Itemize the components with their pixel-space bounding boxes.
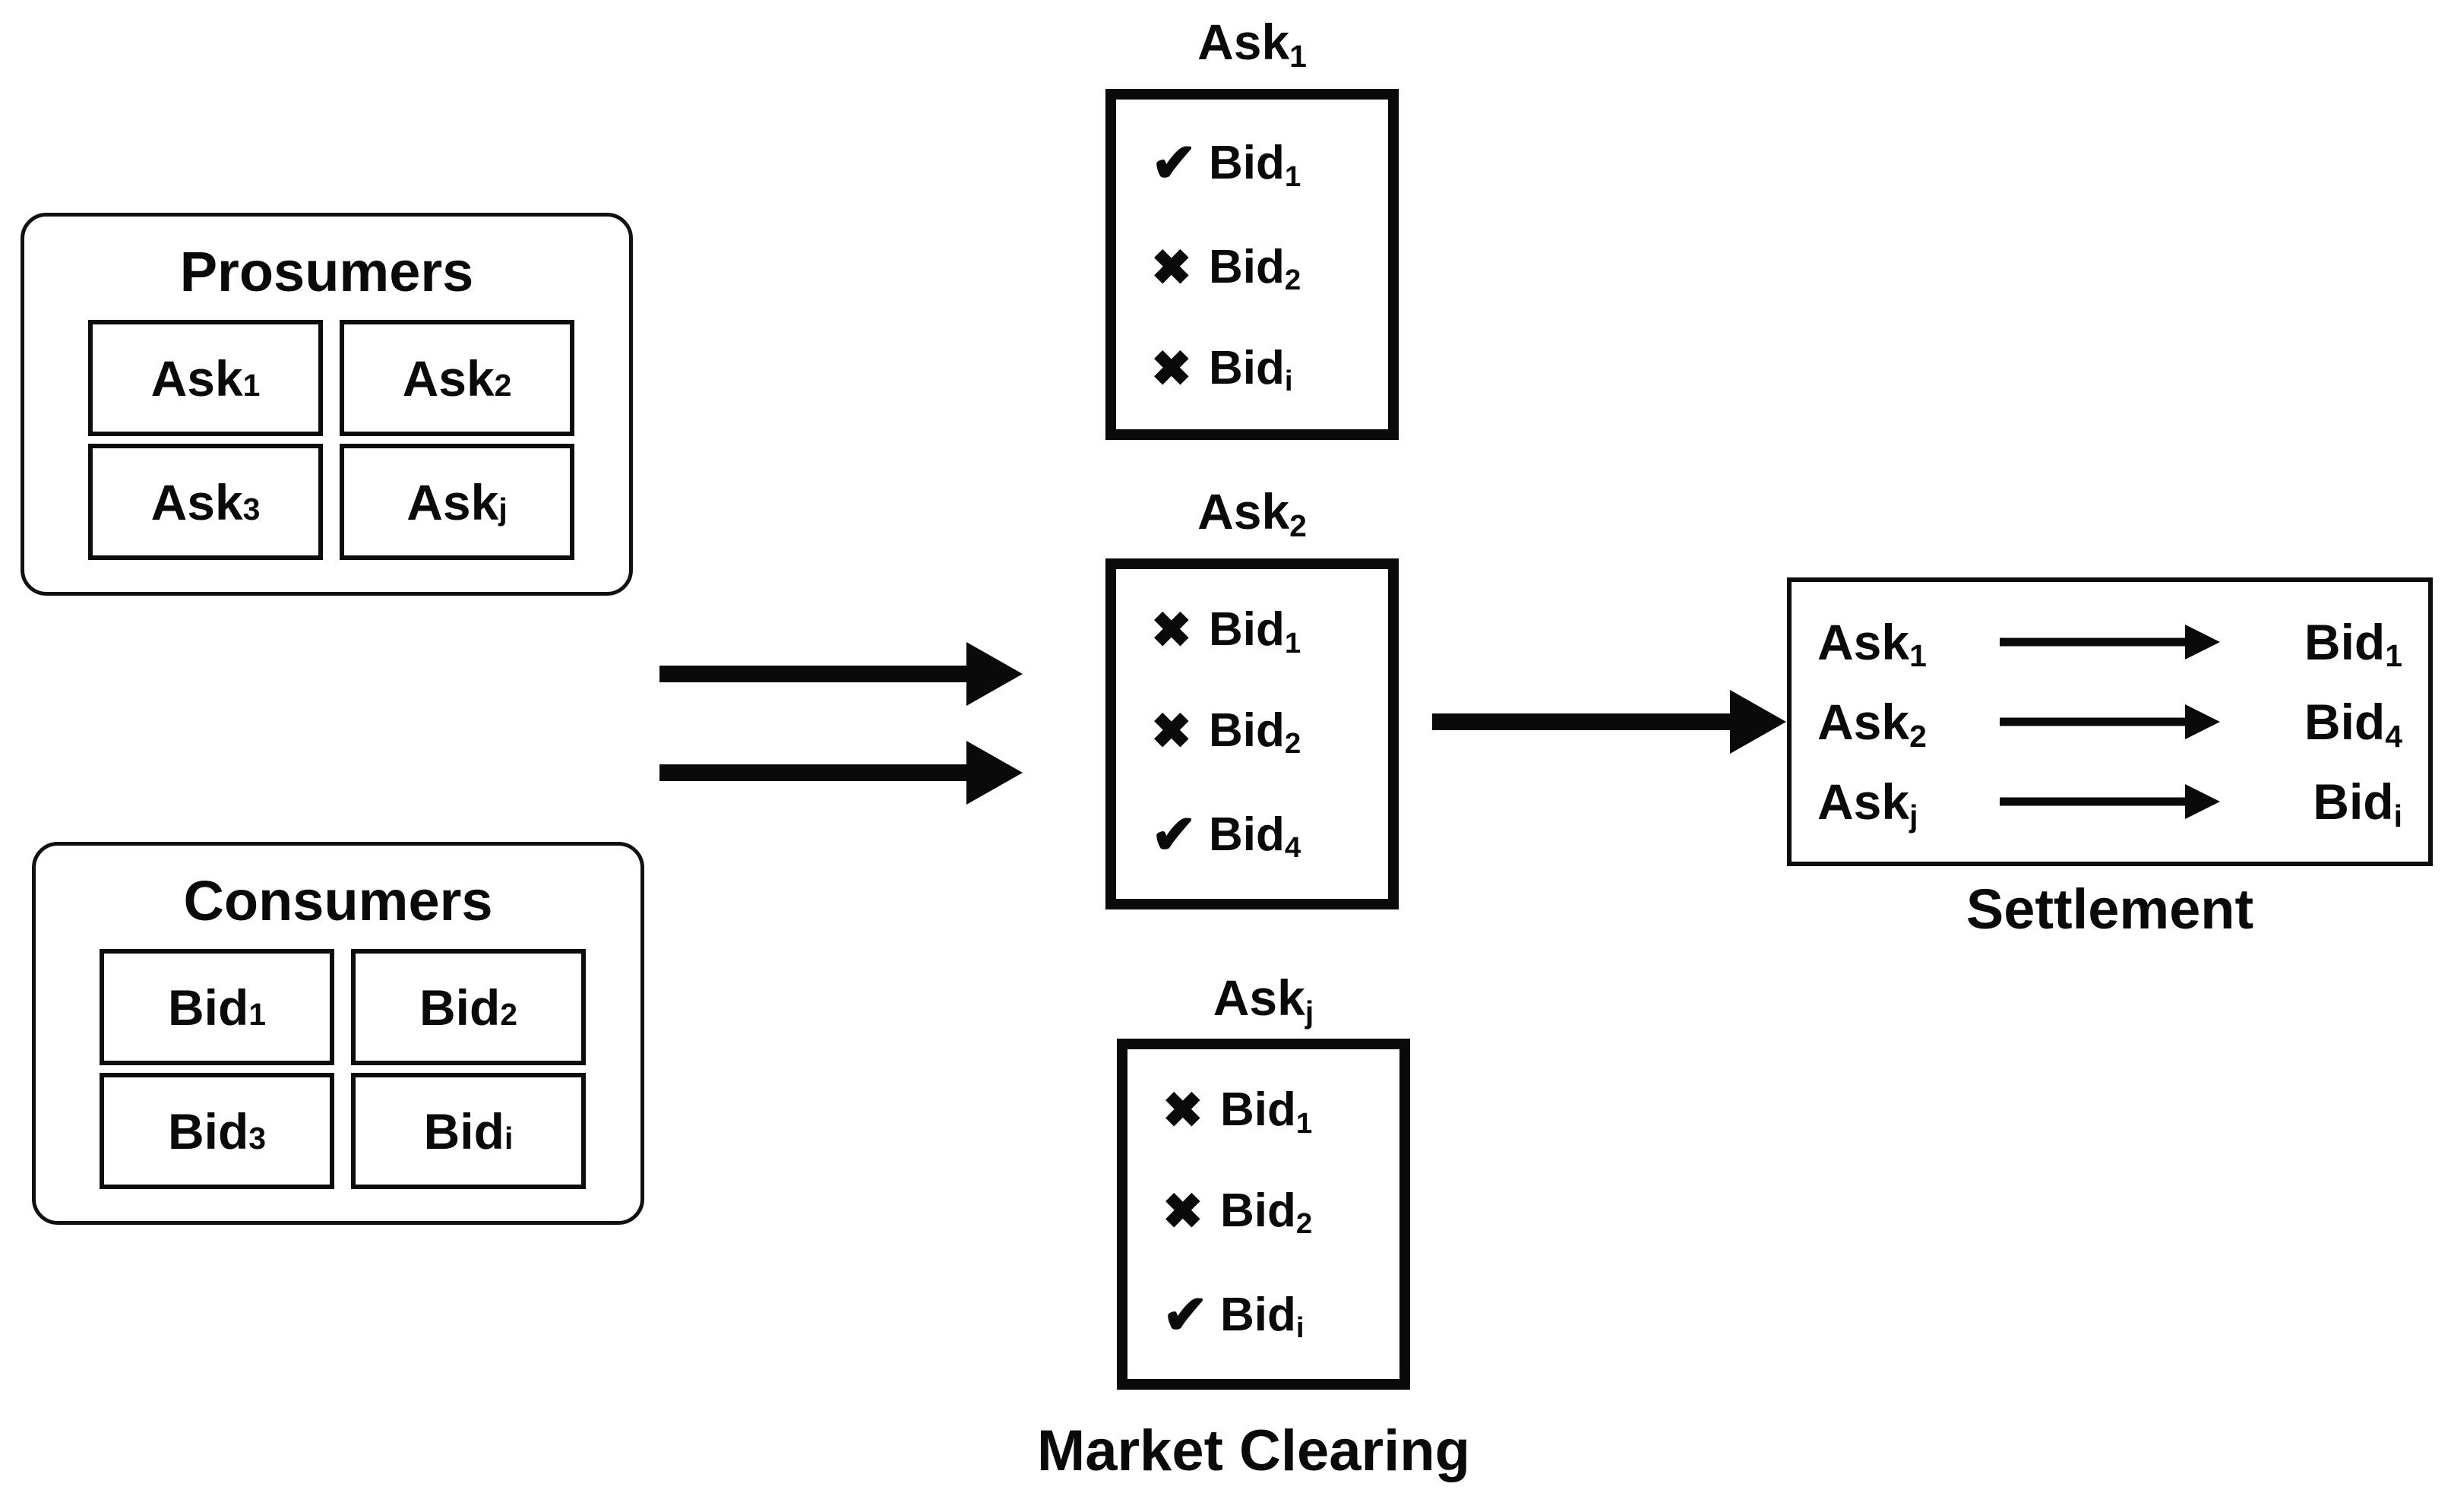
- settlement-bid-i: Bidi: [2313, 773, 2402, 834]
- arrow-head: [966, 741, 1023, 805]
- consumer-bid-3-sub: 3: [248, 1120, 267, 1156]
- arrow-head: [1730, 690, 1786, 754]
- order-book-2-row-3[interactable]: ✔ Bid4: [1116, 808, 1388, 862]
- prosumer-ask-1-sub: 1: [242, 367, 261, 403]
- arrow-head: [966, 642, 1023, 706]
- order-book-3-row-3-label: Bidi: [1220, 1288, 1305, 1344]
- order-book-2-title: Ask2: [1105, 483, 1399, 541]
- order-book-2-row-1[interactable]: ✖ Bid1: [1116, 603, 1388, 660]
- order-book-1: ✔ Bid1 ✖ Bid2 ✖ Bidi: [1105, 89, 1399, 440]
- order-book-3: ✖ Bid1 ✖ Bid2 ✔ Bidi: [1117, 1039, 1410, 1390]
- consumer-bid-1-sub: 1: [248, 996, 267, 1032]
- order-book-2-row-1-label: Bid1: [1209, 603, 1301, 660]
- order-book-1-title: Ask1: [1105, 14, 1399, 71]
- consumer-bid-i-sub: i: [504, 1120, 514, 1156]
- cross-icon: ✖: [1162, 1083, 1203, 1138]
- order-book-2-row-2-label: Bid2: [1209, 704, 1301, 761]
- settlement-arrow-icon: [2000, 704, 2220, 739]
- order-book-1-row-1[interactable]: ✔ Bid1: [1116, 136, 1388, 191]
- prosumer-ask-j-base: Ask: [406, 473, 499, 530]
- prosumer-ask-j-sub: j: [498, 491, 508, 527]
- order-book-2-row-3-label: Bid4: [1209, 808, 1301, 864]
- order-book-3-title-sub: j: [1305, 994, 1314, 1030]
- settlement-caption: Settlement: [1966, 878, 2254, 941]
- settlement-arrow-icon: [2000, 784, 2220, 820]
- cross-icon: ✖: [1151, 340, 1192, 396]
- order-book-3-row-3[interactable]: ✔ Bidi: [1127, 1288, 1399, 1343]
- order-book-1-row-1-label: Bid1: [1209, 137, 1301, 193]
- arrow-shaft: [659, 666, 972, 682]
- consumer-bid-1-base: Bid: [167, 979, 249, 1036]
- order-book-3-row-1-label: Bid1: [1220, 1083, 1313, 1140]
- order-book-2-row-2[interactable]: ✖ Bid2: [1116, 703, 1388, 761]
- order-book-2: ✖ Bid1 ✖ Bid2 ✔ Bid4: [1105, 558, 1399, 909]
- check-icon: ✔: [1151, 133, 1197, 195]
- consumer-bid-3-base: Bid: [167, 1102, 249, 1159]
- settlement-ask-2: Ask2: [1817, 693, 1927, 754]
- arrow-shaft: [1432, 713, 1736, 730]
- order-book-3-row-1[interactable]: ✖ Bid1: [1127, 1083, 1399, 1140]
- order-book-1-row-3-label: Bidi: [1209, 341, 1293, 397]
- market-clearing-caption: Market Clearing: [1036, 1419, 1471, 1483]
- order-book-1-row-2-label: Bid2: [1209, 240, 1301, 297]
- order-book-3-title-base: Ask: [1213, 970, 1305, 1026]
- settlement-match-row[interactable]: Ask1 Bid1: [1817, 613, 2402, 674]
- settlement-match-row[interactable]: Askj Bidi: [1817, 773, 2402, 834]
- order-book-3-title: Askj: [1117, 970, 1410, 1027]
- order-book-3-row-2[interactable]: ✖ Bid2: [1127, 1183, 1399, 1241]
- order-book-2-title-base: Ask: [1197, 483, 1290, 539]
- settlement-bid-1: Bid1: [2304, 613, 2402, 674]
- arrow-prosumers-to-market-clearing: [659, 642, 1023, 706]
- prosumer-ask-2-base: Ask: [402, 350, 495, 406]
- cross-icon: ✖: [1162, 1183, 1203, 1238]
- settlement-ask-1: Ask1: [1817, 613, 1927, 674]
- arrow-market-clearing-to-settlement: [1432, 690, 1789, 754]
- settlement-match-row[interactable]: Ask2 Bid4: [1817, 693, 2402, 754]
- arrow-shaft: [659, 764, 972, 781]
- order-book-2-title-sub: 2: [1289, 508, 1307, 543]
- settlement-arrow-icon: [2000, 624, 2220, 660]
- cross-icon: ✖: [1151, 703, 1192, 758]
- order-book-3-row-2-label: Bid2: [1220, 1184, 1313, 1241]
- prosumer-ask-3-base: Ask: [150, 473, 243, 530]
- cross-icon: ✖: [1151, 603, 1192, 658]
- order-book-1-row-2[interactable]: ✖ Bid2: [1116, 239, 1388, 297]
- consumers-title: Consumers: [183, 869, 493, 932]
- consumer-bid-2-base: Bid: [419, 979, 501, 1036]
- settlement-panel: Ask1 Bid1 Ask2 Bid4 Askj Bidi: [1787, 577, 2433, 866]
- settlement-bid-4: Bid4: [2304, 693, 2402, 754]
- consumer-bid-2-sub: 2: [500, 996, 518, 1032]
- prosumer-ask-3-sub: 3: [242, 491, 261, 527]
- prosumer-ask-2-sub: 2: [494, 367, 512, 403]
- consumer-bid-i-base: Bid: [423, 1102, 504, 1159]
- prosumers-title: Prosumers: [179, 240, 474, 303]
- cross-icon: ✖: [1151, 239, 1192, 295]
- arrow-consumers-to-market-clearing: [659, 741, 1023, 805]
- check-icon: ✔: [1162, 1284, 1209, 1346]
- order-book-1-title-base: Ask: [1197, 14, 1290, 70]
- order-book-1-title-sub: 1: [1289, 38, 1307, 74]
- check-icon: ✔: [1151, 804, 1197, 865]
- prosumer-ask-1-base: Ask: [150, 350, 243, 406]
- order-book-1-row-3[interactable]: ✖ Bidi: [1116, 340, 1388, 397]
- settlement-ask-j: Askj: [1817, 773, 1918, 834]
